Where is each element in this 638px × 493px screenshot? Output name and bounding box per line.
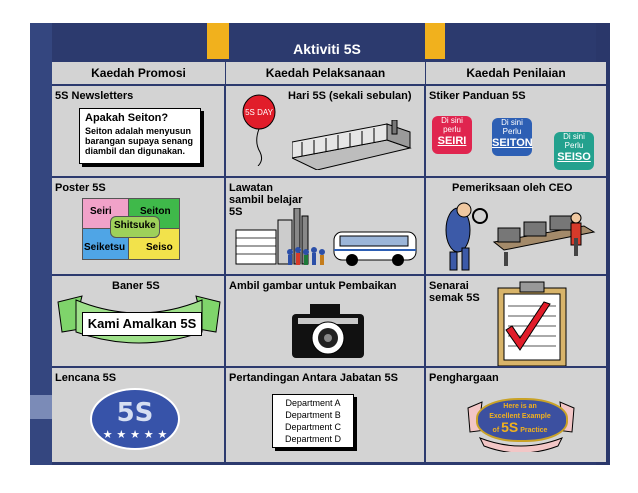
cell-label: 5S Newsletters [55,90,134,102]
cell-lawatan: Lawatan sambil belajar 5S [226,178,426,276]
5s-badge: 5S ★ ★ ★ ★ ★ [90,388,180,450]
department-item: Department B [285,410,341,420]
cell-stiker: Stiker Panduan 5S Di sini perlu SEIRI Di… [426,86,606,178]
award-scroll: Here is an Excellent Example of 5S Pract… [466,390,576,452]
sticker-top: Di sini Perlu [563,132,585,150]
cell-label: Pertandingan Antara Jabatan 5S [229,372,398,384]
award-paper [476,398,568,442]
newsletter-note: Apakah Seiton? Seiton adalah menyusun ba… [79,108,201,164]
department-item: Department C [284,422,342,432]
balloon-icon: 5S DAY [242,94,276,166]
sticker-word: SEIRI [437,135,467,147]
note-body: Seiton adalah menyusun barangan supaya s… [85,126,194,156]
award-line-2: Excellent Example [489,413,551,420]
activity-table: Kaedah Promosi Kaedah Pelaksanaan Kaedah… [52,62,606,462]
cell-label: Stiker Panduan 5S [429,90,526,102]
banner-text: Kami Amalkan 5S [82,312,202,336]
cell-newsletter: 5S Newsletters Apakah Seiton? Seiton ada… [52,86,226,178]
left-accent-block [30,395,52,419]
cell-penghargaan: Penghargaan Here is an Excellent Example… [426,368,606,462]
sticker-word: SEITON [492,137,533,149]
cell-lencana: Lencana 5S 5S ★ ★ ★ ★ ★ [52,368,226,462]
sticker-word: SEISO [557,151,591,163]
sticker-top: Di sini perlu [441,116,463,134]
cell-label: Senarai semak 5S [429,280,480,304]
camera-icon [292,304,364,358]
puzzle-label-shitsuke: Shitsuke [114,220,156,231]
slide-title: Aktiviti 5S [293,41,361,57]
factory-icon [292,120,412,170]
cell-pertandingan: Pertandingan Antara Jabatan 5S Departmen… [226,368,426,462]
header-pelaksanaan: Kaedah Pelaksanaan [226,62,426,84]
balloon-text: 5S DAY [245,108,274,117]
cell-label: Lawatan sambil belajar 5S [229,182,303,218]
award-5s: 5S [501,419,519,435]
cell-label: Baner 5S [112,280,160,292]
cell-poster: Poster 5S Seiri Seiton Shitsuke Seiketsu… [52,178,226,276]
left-accent-strip [30,23,52,465]
badge-text: 5S [116,398,154,428]
header-penilaian: Kaedah Penilaian [426,62,606,84]
puzzle-label-seiketsu: Seiketsu [84,242,126,253]
puzzle-label-seiton: Seiton [140,206,171,217]
cell-senarai-semak: Senarai semak 5S [426,276,606,368]
award-line-1: Here is an [503,403,537,410]
cell-label: Lencana 5S [55,372,117,384]
cell-hari-5s: Hari 5S (sekali sebulan) 5S DAY [226,86,426,178]
cell-ceo: Pemeriksaan oleh CEO [426,178,606,276]
puzzle-center [110,216,160,238]
award-line-3: of 5S Practice [476,419,564,436]
sticker-top: Di sini Perlu [501,118,523,136]
department-list: Department A Department B Department C D… [272,394,354,448]
cell-label: Ambil gambar untuk Pembaikan [229,280,397,292]
cell-baner: Baner 5S Kami Amalkan 5S [52,276,226,368]
award-practice: Practice [520,427,548,434]
puzzle-label-seiso: Seiso [146,242,173,253]
puzzle-label-seiri: Seiri [90,206,112,217]
cell-label: Hari 5S (sekali sebulan) [288,90,412,102]
cell-ambil-gambar: Ambil gambar untuk Pembaikan [226,276,426,368]
inspection-icon [445,202,596,271]
cell-label: Poster 5S [55,182,106,194]
title-tab-left [207,23,229,59]
star-icons: ★ ★ ★ ★ ★ [102,428,168,441]
sticker-seiton: Di sini Perlu SEITON [492,118,533,156]
note-title: Apakah Seiton? [85,112,169,124]
cell-label: Pemeriksaan oleh CEO [452,182,573,194]
title-tab-right [425,23,445,59]
sticker-seiri: Di sini perlu SEIRI [432,116,472,154]
award-of: of [492,427,500,434]
header-promosi: Kaedah Promosi [52,62,226,84]
cell-label: Penghargaan [429,372,499,384]
department-item: Department D [284,434,342,444]
checklist-clipboard-icon [497,281,567,366]
city-visit-icon [235,208,417,266]
award-text: Here is an Excellent Example of 5S Pract… [476,402,564,436]
sticker-seiso: Di sini Perlu SEISO [554,132,594,170]
department-item: Department A [285,398,341,408]
